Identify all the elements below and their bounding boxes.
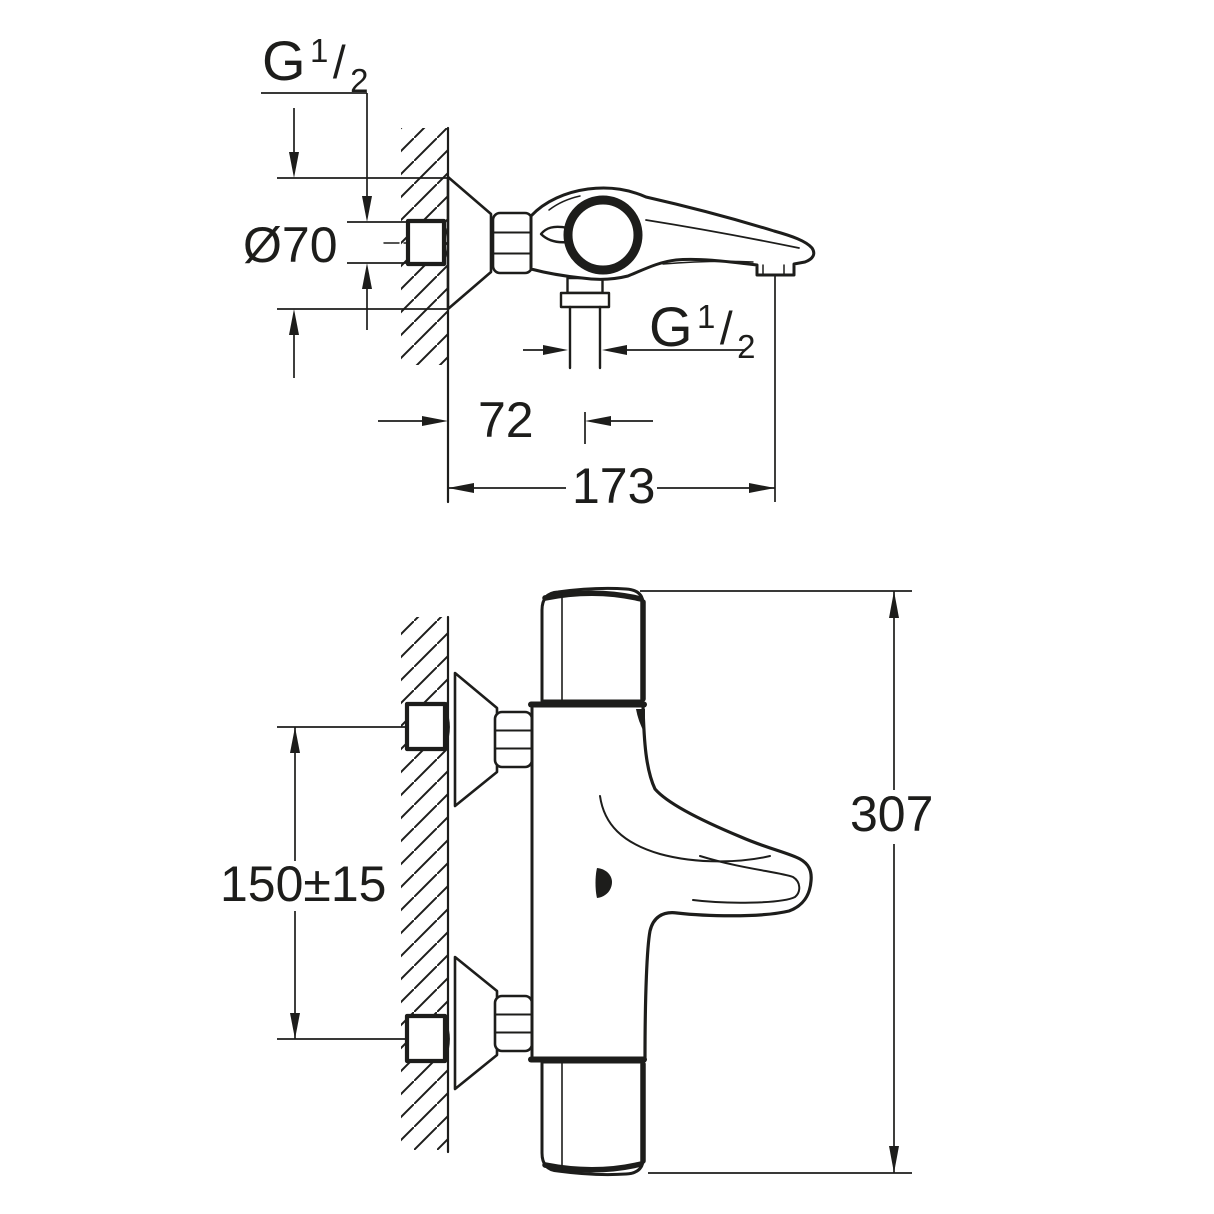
upper-fitting-end — [444, 707, 450, 748]
arrowhead — [362, 196, 372, 222]
lower-knob — [540, 1060, 646, 1177]
union-nut — [491, 211, 534, 275]
arrowhead — [889, 1146, 899, 1173]
shadow-wedge — [636, 709, 645, 734]
side-profile-view — [383, 126, 816, 504]
body-contour-line — [599, 795, 771, 863]
upper-union-nut — [493, 710, 534, 769]
arrowhead — [602, 345, 627, 355]
arrowhead — [290, 1013, 300, 1039]
supply-fitting — [405, 218, 447, 267]
lower-escutcheon-cone — [453, 955, 499, 1091]
dimension-escutcheon-diameter: Ø70 — [243, 217, 338, 273]
arrowhead — [889, 591, 899, 618]
upper-knob — [540, 586, 646, 703]
dimension-wall-to-spout: 173 — [572, 458, 655, 514]
dimension-wall-to-outlet: 72 — [478, 392, 534, 448]
upper-supply-fitting — [404, 701, 448, 752]
control-knob-ring — [563, 195, 643, 275]
dimension-inlet-spacing: 150±15 — [220, 856, 386, 912]
body-block-fill — [532, 703, 643, 1059]
spout-inner-line — [692, 855, 801, 904]
wall-hatching — [401, 617, 447, 1150]
arrowhead — [448, 483, 474, 493]
dimension-overall-height: 307 — [850, 786, 933, 842]
arrowhead — [543, 345, 568, 355]
arrowhead — [290, 727, 300, 753]
dimension-outlet-thread: G 1 / 2 — [649, 295, 755, 365]
spout-ridge-line — [645, 219, 800, 249]
arrowhead — [585, 416, 611, 426]
arrowhead — [289, 309, 299, 335]
spout-front-fill — [643, 706, 812, 1058]
economy-button-mark — [595, 868, 612, 898]
front-view — [401, 586, 813, 1177]
upper-escutcheon-cone — [453, 671, 499, 808]
arrowhead — [422, 416, 448, 426]
hose-connection — [559, 276, 611, 370]
arrowhead — [362, 263, 372, 289]
dimension-inlet-thread: G 1 / 2 — [262, 29, 368, 99]
lower-fitting-end — [444, 1019, 450, 1060]
front-view-dimensions — [277, 590, 912, 1174]
spout-lower-line — [662, 260, 754, 265]
side-view-dimensions — [261, 92, 776, 502]
arrowhead — [749, 483, 775, 493]
lower-supply-fitting — [404, 1013, 448, 1064]
temperature-pointer — [539, 225, 570, 244]
spout-front-outline — [641, 704, 813, 1060]
lower-union-nut — [493, 994, 534, 1053]
escutcheon-cone — [446, 175, 493, 311]
body-top-accent — [548, 195, 581, 211]
arrowhead — [289, 152, 299, 178]
